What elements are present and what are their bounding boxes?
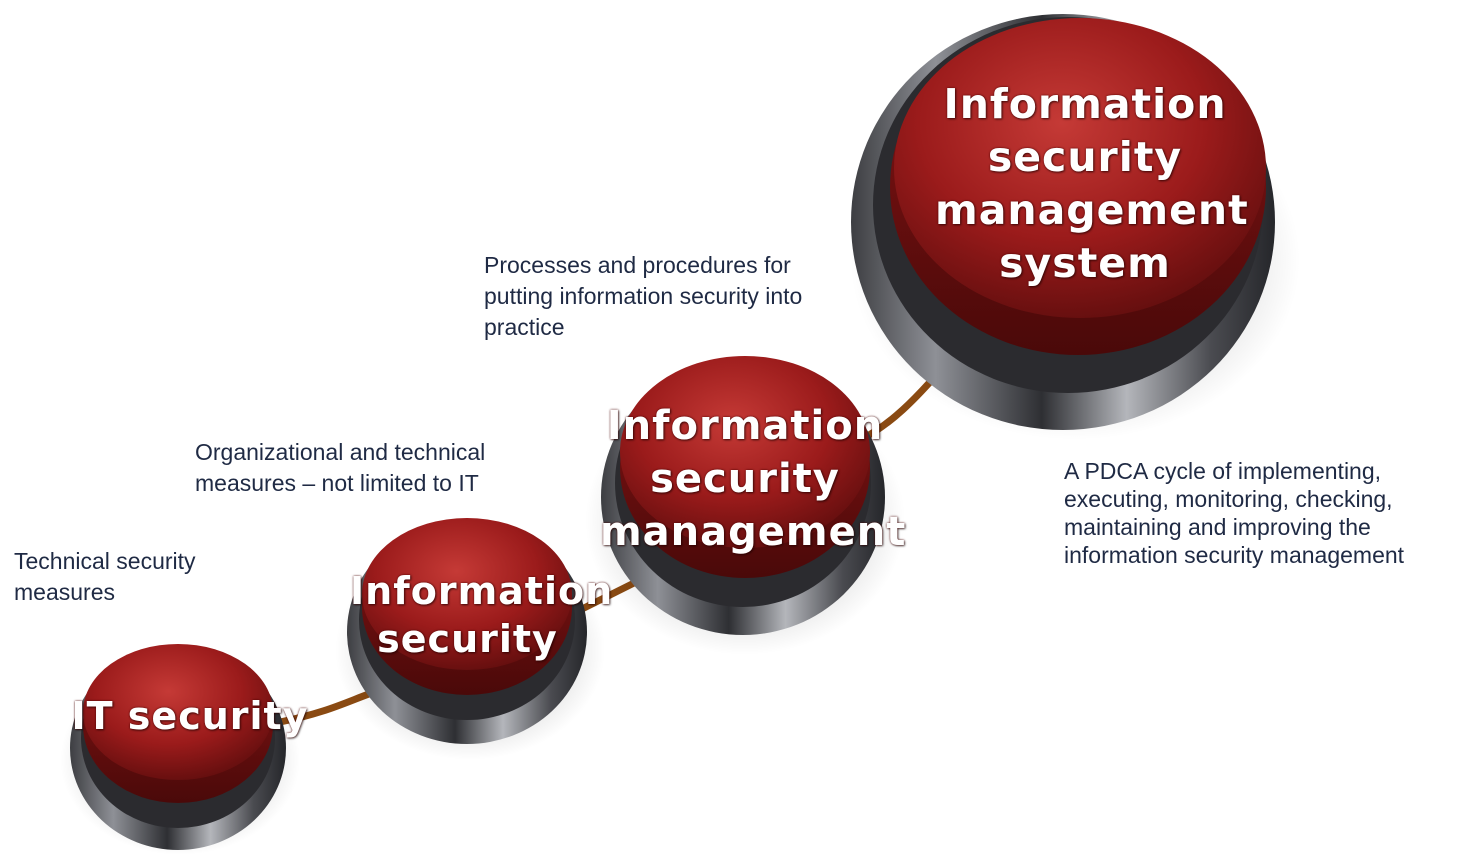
button-label-isms: Information security management system <box>935 80 1249 287</box>
button-information-security-management <box>585 356 905 655</box>
button-label-information-security: Information security <box>350 569 614 661</box>
description-it-security: Technical security measures <box>14 548 196 605</box>
button-label-information-security-management: Information security management <box>600 403 907 555</box>
button-label-it-security: IT security <box>71 694 309 738</box>
button-isms <box>850 14 1300 440</box>
description-isms: A PDCA cycle of implementing, executing,… <box>1064 458 1405 568</box>
description-information-security: Organizational and technical measures – … <box>195 439 486 496</box>
description-information-security-management: Processes and procedures for putting inf… <box>484 252 803 340</box>
button-it-security <box>60 644 300 855</box>
button-information-security <box>335 518 605 760</box>
